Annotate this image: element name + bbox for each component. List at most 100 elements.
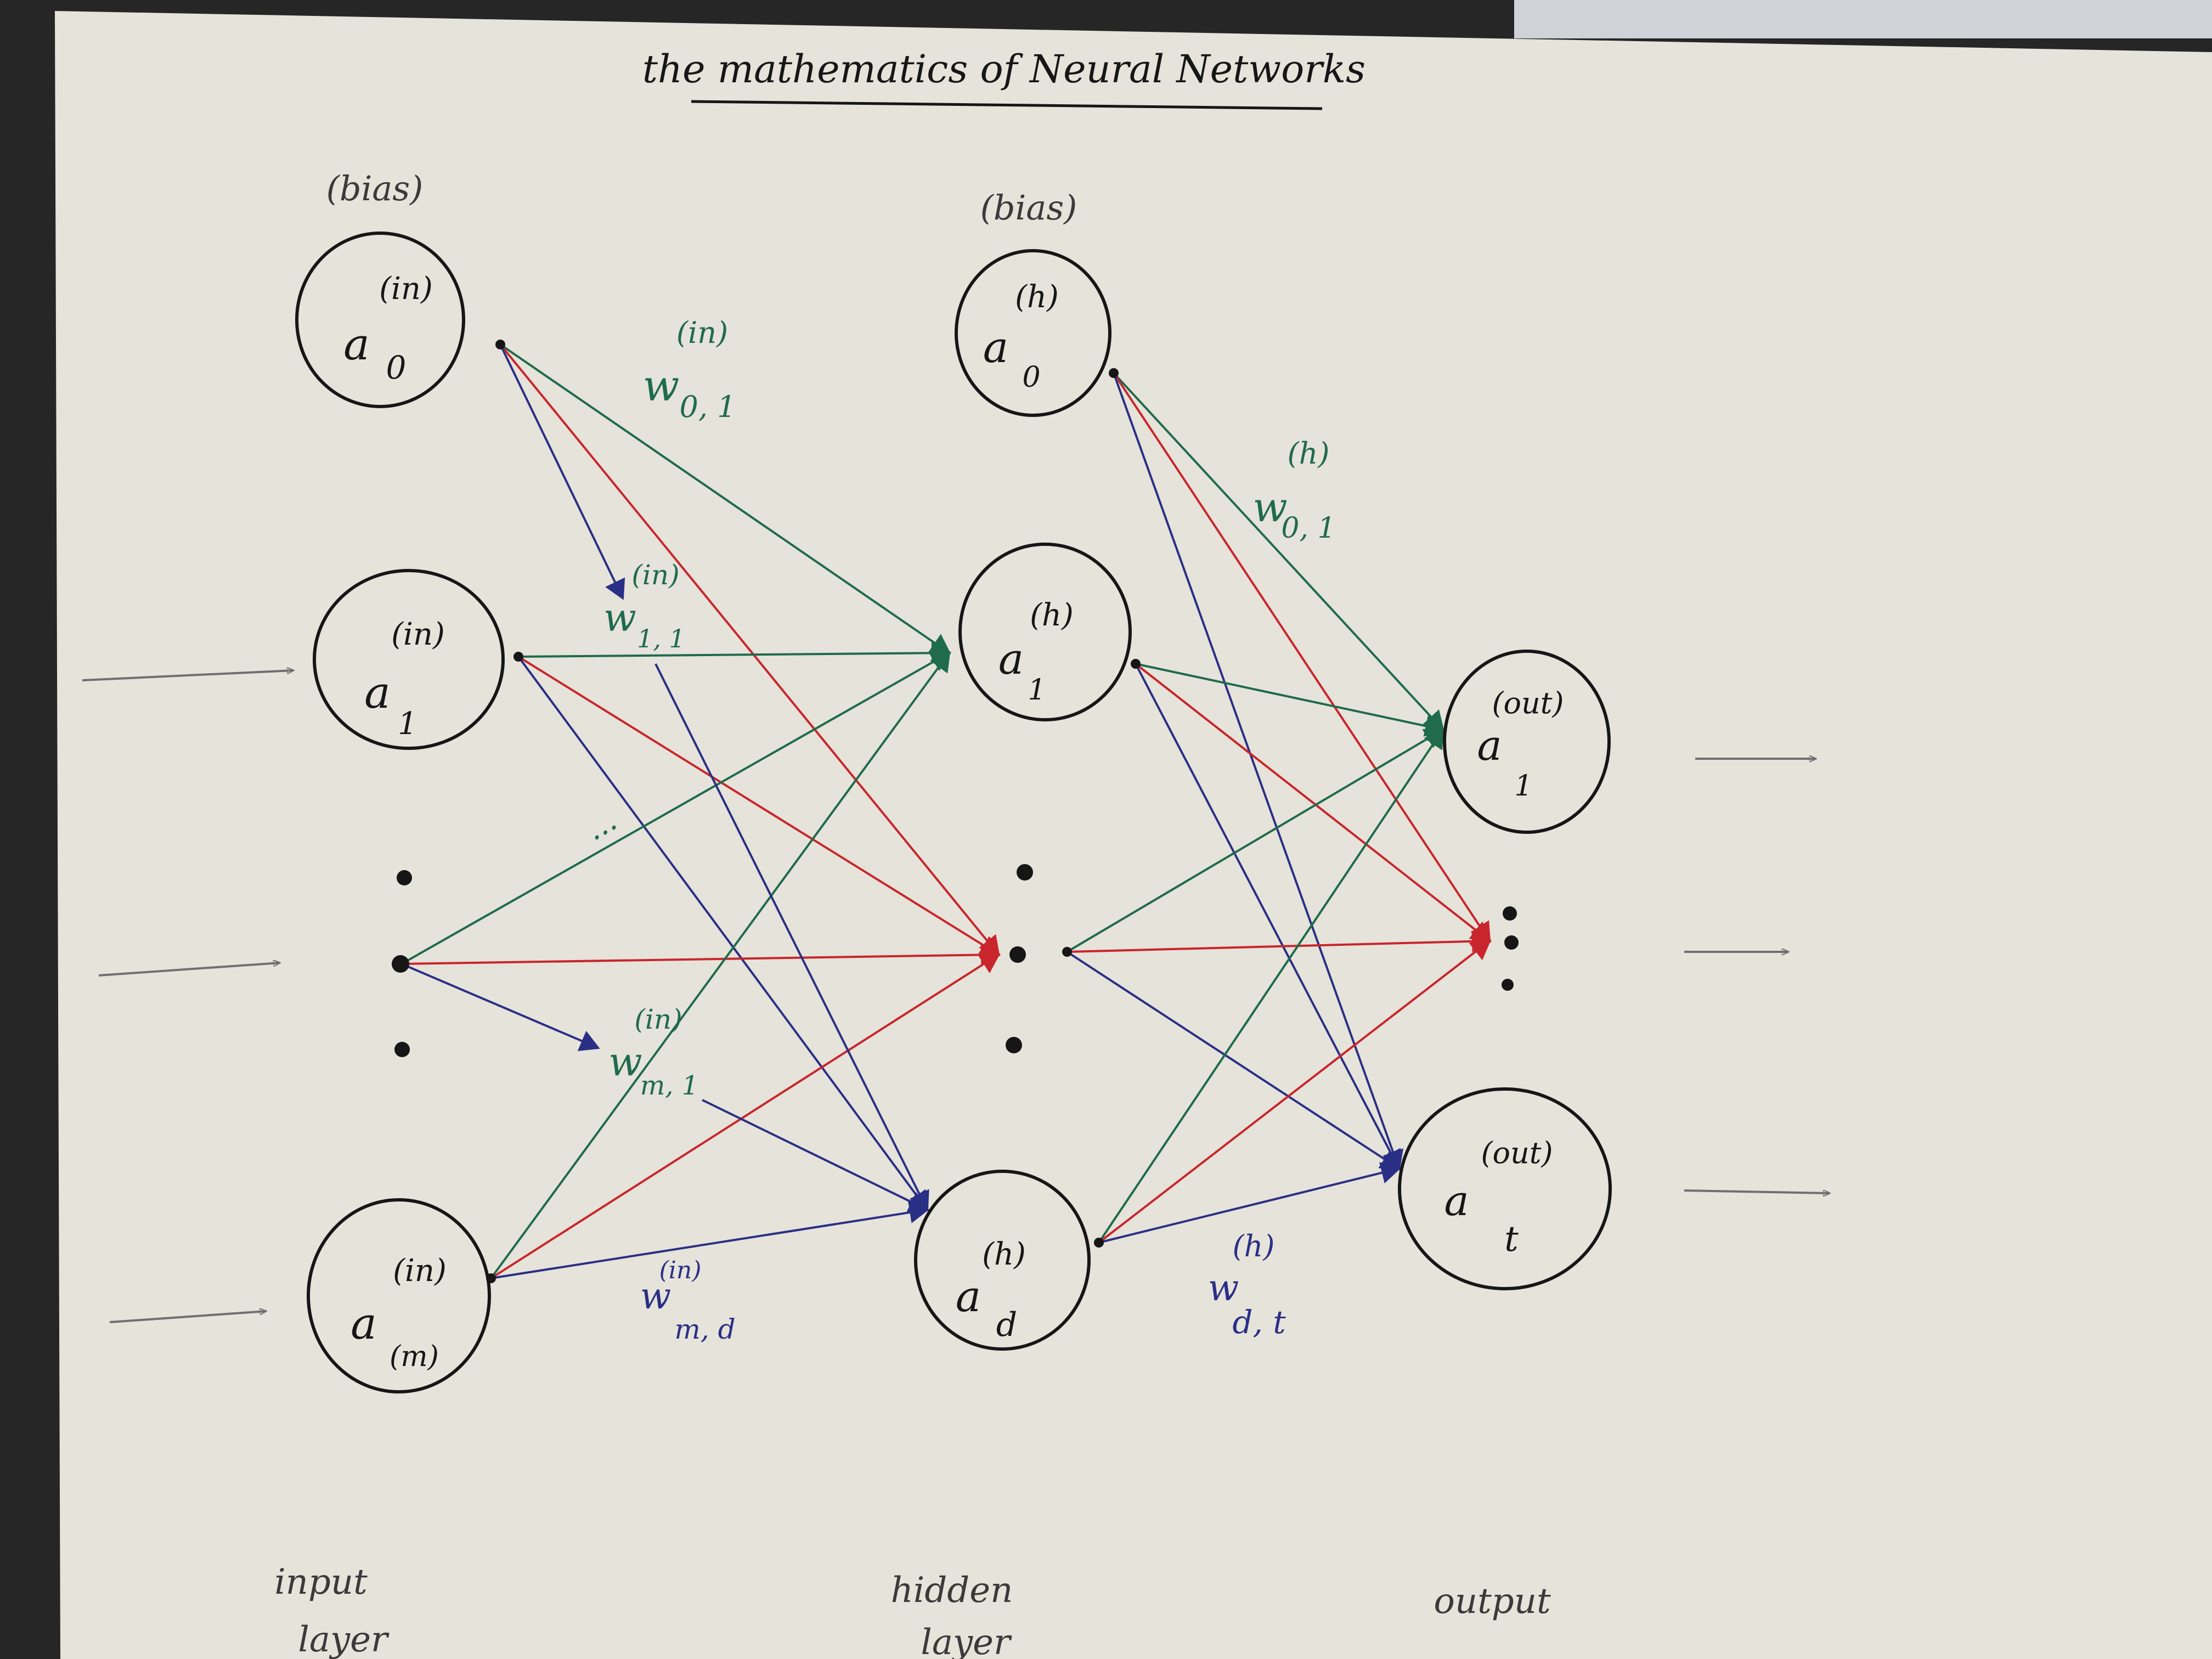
node-subscript: 1	[1028, 674, 1046, 707]
input-layer-caption: input layer	[274, 1562, 390, 1659]
caption-line: layer	[921, 1622, 1012, 1659]
node-superscript: (in)	[393, 1253, 447, 1289]
connection-origin-dot	[495, 340, 505, 349]
red-weight-connection	[1098, 939, 1492, 1244]
weight-superscript: (in)	[631, 559, 679, 591]
hidden-node-1: (h) a 1	[958, 543, 1132, 721]
node-superscript: (in)	[379, 271, 433, 307]
green-weight-connection	[401, 652, 951, 965]
input-node-1: (in) a 1	[313, 569, 505, 750]
blue-weight-connection	[499, 344, 625, 600]
input-node-m: (in) a (m)	[307, 1198, 491, 1393]
red-weight-connection	[401, 944, 1001, 966]
node-subscript: d	[996, 1306, 1017, 1344]
weight-superscript: (in)	[634, 1003, 682, 1035]
node-subscript: t	[1504, 1219, 1519, 1260]
green-weight-connection	[499, 343, 951, 654]
connection-origin-dot	[1062, 947, 1072, 957]
connection-origin-dot	[1109, 368, 1119, 378]
blue-weight-connection	[1113, 373, 1404, 1171]
node-symbol: a	[983, 323, 1009, 373]
blue-weight-connection	[1098, 1162, 1401, 1244]
hidden-node-bias: (h) a 0	[955, 249, 1111, 417]
hidden-bias-label: (bias)	[980, 188, 1077, 228]
node-superscript: (h)	[1030, 597, 1074, 633]
node-symbol: a	[343, 319, 370, 370]
node-symbol: a	[364, 667, 391, 718]
node-subscript: 0	[1022, 361, 1040, 394]
weight-label-in-m-d: (in) w m, d	[640, 1256, 736, 1345]
weight-symbol: w	[640, 1275, 672, 1317]
title-underline	[691, 100, 1323, 110]
input-arrow	[98, 963, 280, 977]
input-arrow	[109, 1311, 266, 1323]
node-superscript: (in)	[391, 617, 445, 652]
node-superscript: (out)	[1481, 1136, 1553, 1170]
connections	[401, 340, 1492, 1283]
connection-origin-dot	[514, 652, 523, 662]
weight-subscript: 0, 1	[679, 390, 736, 424]
weight-superscript: (in)	[659, 1256, 702, 1284]
weight-superscript: (h)	[1233, 1229, 1275, 1263]
node-subscript: 0	[386, 349, 407, 386]
weight-symbol: w	[1252, 484, 1287, 531]
red-weight-connection	[1066, 930, 1492, 953]
monitor-glow	[1514, 0, 2212, 38]
red-weight-connection	[1135, 663, 1492, 943]
weight-label-h-d-t: (h) w d, t	[1208, 1229, 1286, 1341]
node-subscript: 1	[1514, 770, 1532, 803]
node-subscript: (m)	[390, 1340, 439, 1373]
output-arrows	[1684, 759, 1830, 1193]
weight-subscript: d, t	[1232, 1304, 1286, 1341]
blue-weight-connection	[1135, 663, 1401, 1171]
hidden-layer-caption: hidden layer	[891, 1570, 1013, 1659]
weight-label-in-1-1: (in) w 1, 1	[603, 559, 685, 653]
hidden-ellipsis-dots	[1006, 864, 1033, 1053]
blue-weight-connection	[702, 1099, 929, 1212]
green-weight-connection	[1113, 372, 1444, 731]
caption-line: input	[274, 1562, 368, 1602]
weight-subscript: m, 1	[640, 1070, 699, 1101]
weight-subscript: m, d	[674, 1313, 735, 1345]
connection-origin-dot	[1094, 1238, 1104, 1248]
caption-line: output	[1434, 1581, 1551, 1622]
weight-symbol: w	[603, 595, 636, 640]
green-weight-connection	[518, 642, 951, 664]
green-weight-connection	[1135, 663, 1445, 737]
weight-label-h-0-1: (h) w 0, 1	[1252, 436, 1335, 545]
page-title: the mathematics of Neural Networks	[642, 47, 1365, 92]
connection-origin-dot	[1131, 659, 1141, 669]
node-symbol: a	[956, 1272, 981, 1322]
output-node-1: (out) a 1	[1443, 650, 1611, 834]
blue-weight-connection	[490, 1201, 929, 1279]
weight-subscript: 1, 1	[637, 624, 685, 653]
node-symbol: a	[351, 1298, 377, 1349]
node-subscript: 1	[398, 706, 417, 742]
blue-weight-connection	[401, 963, 600, 1051]
input-node-bias: (in) a 0	[295, 232, 465, 408]
green-weight-connection	[490, 651, 951, 1279]
node-symbol: a	[1477, 721, 1502, 770]
output-arrow	[1684, 1189, 1830, 1193]
node-symbol: a	[998, 635, 1024, 684]
caption-line: layer	[298, 1620, 390, 1659]
weight-symbol: w	[1208, 1267, 1239, 1309]
red-weight-connection	[499, 343, 1000, 957]
output-ellipsis-dots	[1502, 906, 1519, 991]
weight-subscript: 0, 1	[1281, 512, 1335, 545]
red-weight-connection	[517, 656, 1001, 956]
hidden-node-d: (h) a d	[914, 1170, 1091, 1351]
blue-weight-connection	[654, 663, 929, 1212]
weight-label-in-m-1: (in) w m, 1	[608, 1003, 698, 1101]
weight-symbol: w	[608, 1039, 642, 1085]
red-weight-connection	[490, 953, 1001, 1279]
input-ellipsis-dots	[392, 870, 412, 1057]
red-weight-connection	[1113, 372, 1491, 943]
input-arrows	[82, 670, 294, 1323]
blue-weight-connection	[517, 656, 929, 1212]
output-layer-caption: output	[1434, 1581, 1551, 1622]
weight-label-in-0-1: (in) w 0, 1	[643, 315, 736, 424]
green-weight-connection	[1066, 728, 1445, 953]
output-node-t: (out) a t	[1398, 1087, 1612, 1290]
